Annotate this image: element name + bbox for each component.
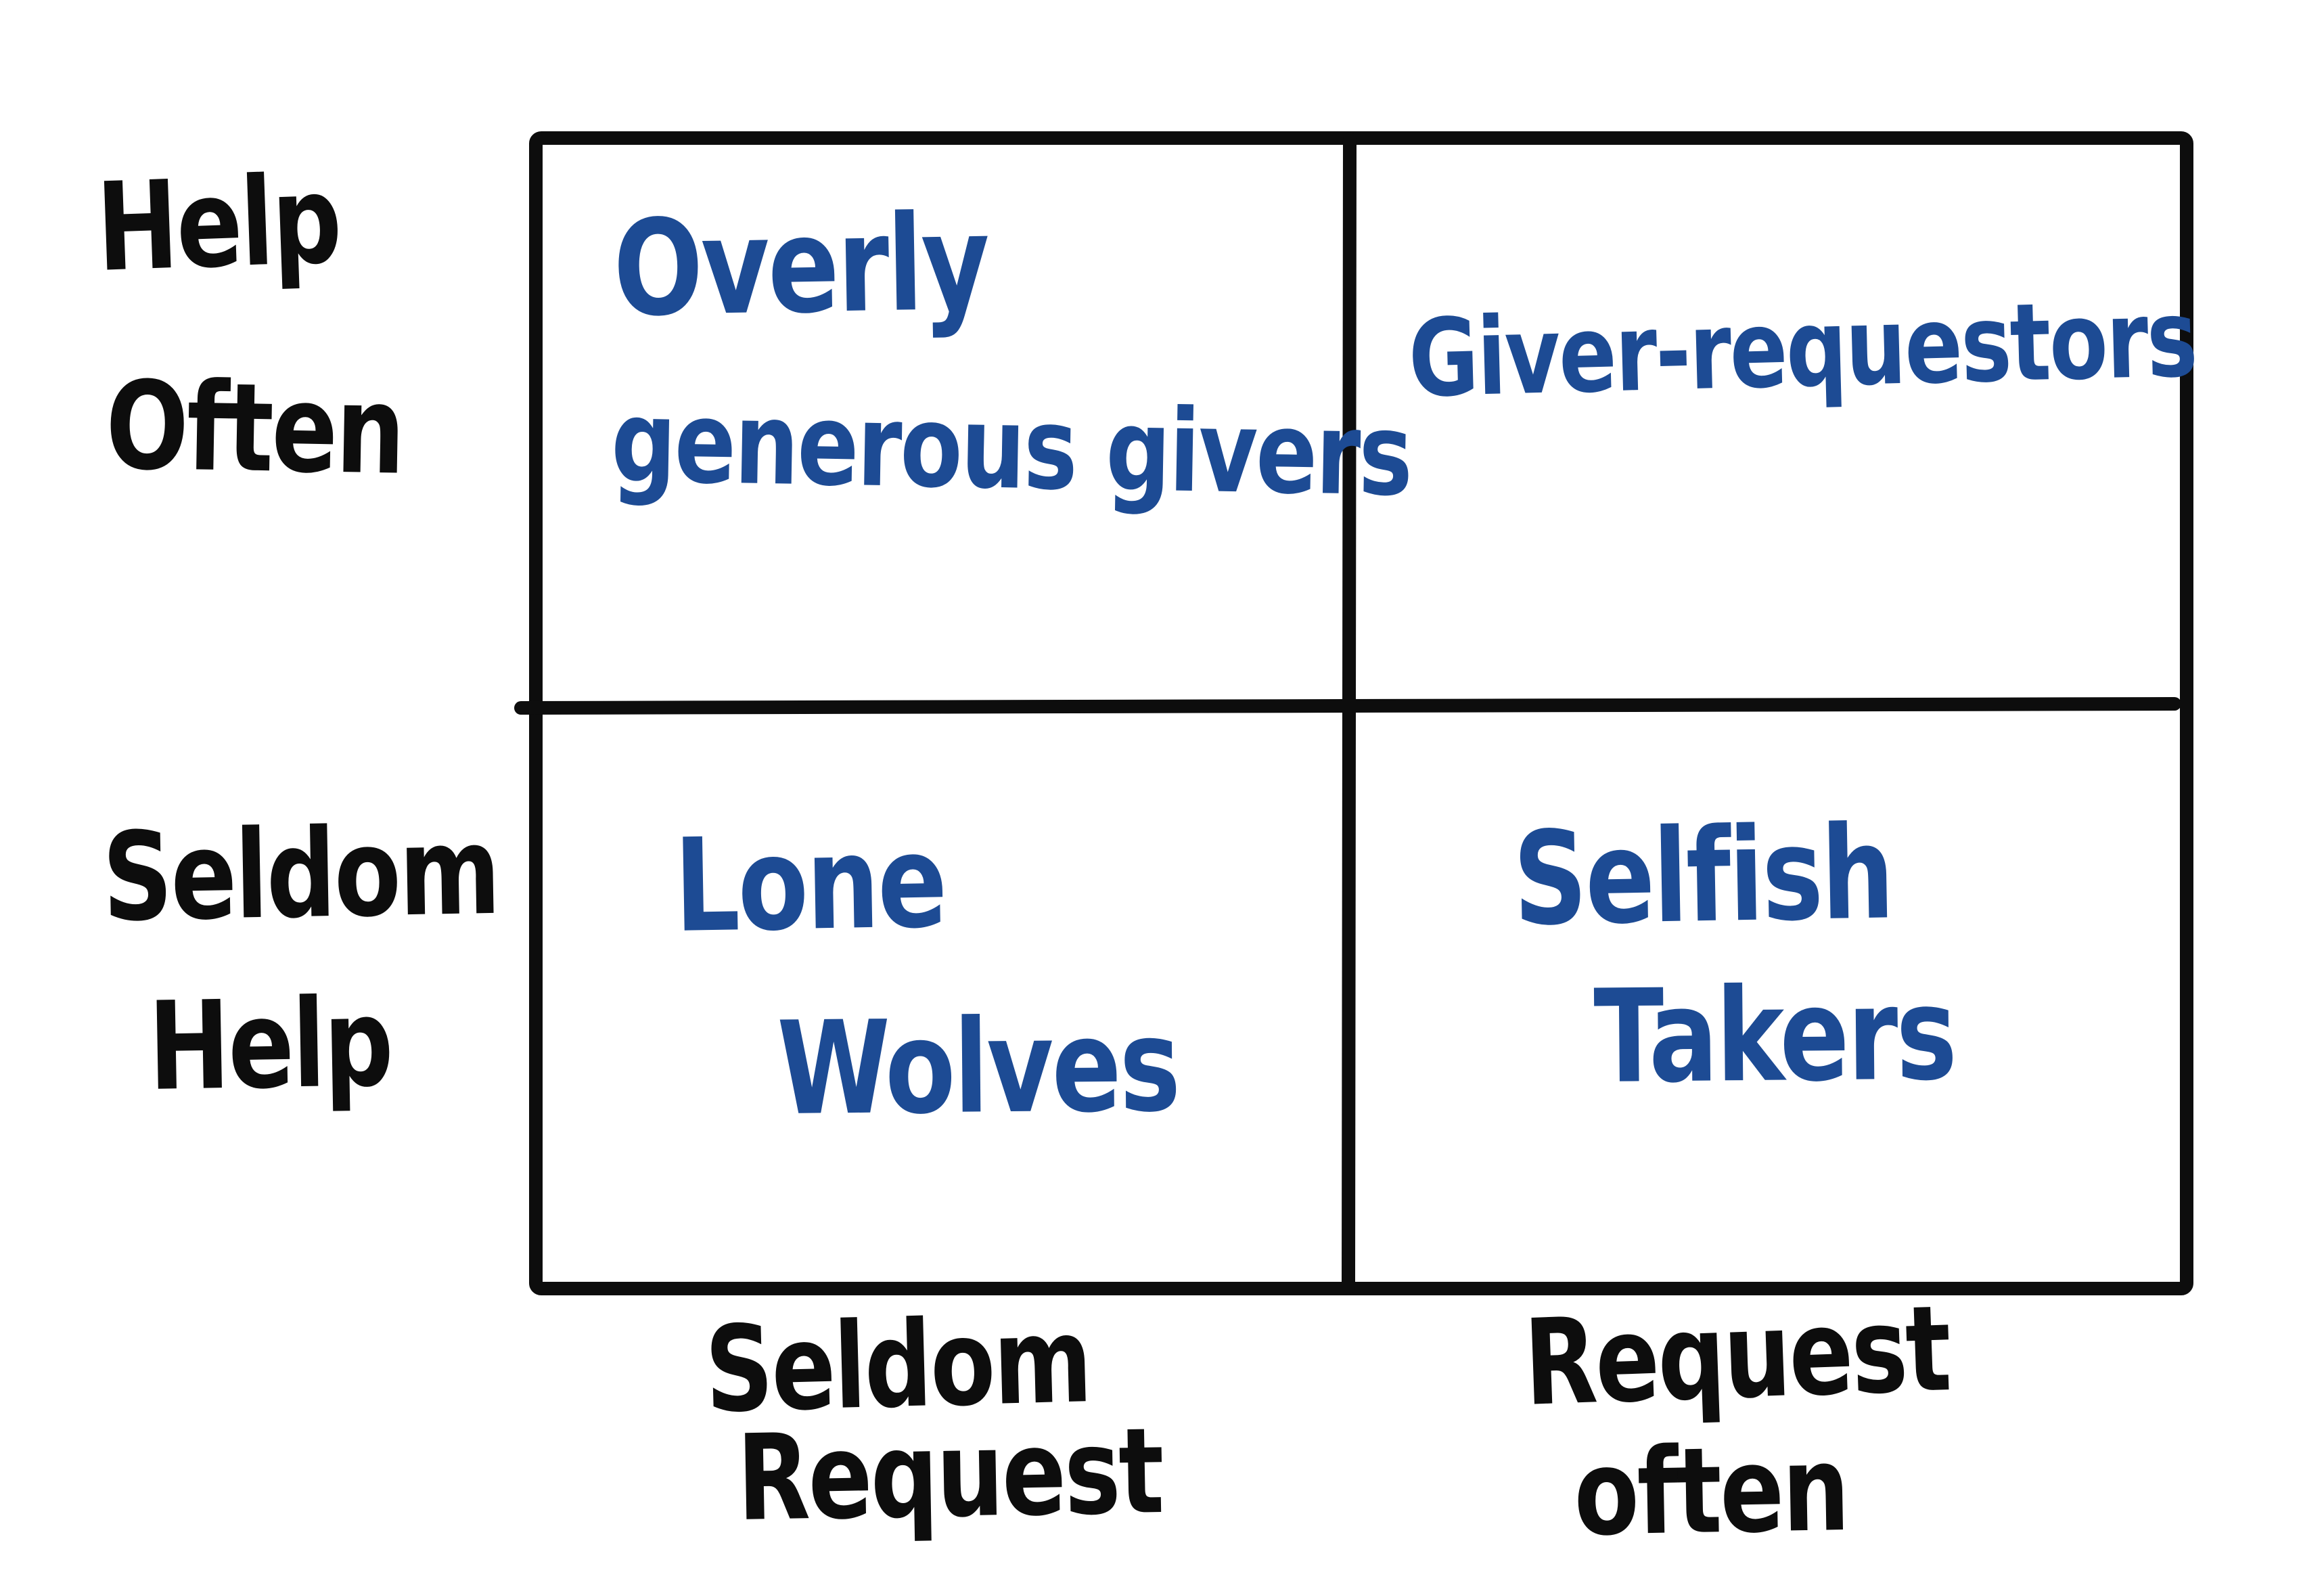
y-axis-top-label-line1: Help	[94, 149, 342, 299]
matrix-vertical-divider-line	[1342, 133, 1357, 1294]
quadrant-top-left-label-line2: generous givers	[610, 375, 1413, 522]
x-axis-right-label-line1: Request	[1522, 1280, 1952, 1433]
matrix-horizontal-divider-line	[514, 697, 2181, 715]
quadrant-top-right-label: Giver-requestors	[1407, 276, 2197, 422]
quadrant-top-left-label-line1: Overly	[612, 185, 990, 346]
y-axis-top-label-line2: Often	[104, 355, 405, 502]
y-axis-bottom-label-line2: Help	[147, 972, 393, 1118]
y-axis-bottom-label-line1: Seldom	[101, 800, 500, 949]
quadrant-bottom-left-label-line2: Wolves	[776, 990, 1179, 1144]
x-axis-left-label-line2: Request	[735, 1403, 1164, 1548]
x-axis-right-label-line2: often	[1572, 1420, 1849, 1563]
quadrant-bottom-right-label-line1: Selfish	[1511, 798, 1894, 954]
quadrant-bottom-left-label-line1: Lone	[673, 807, 947, 961]
quadrant-bottom-right-label-line2: Takers	[1593, 959, 1956, 1112]
